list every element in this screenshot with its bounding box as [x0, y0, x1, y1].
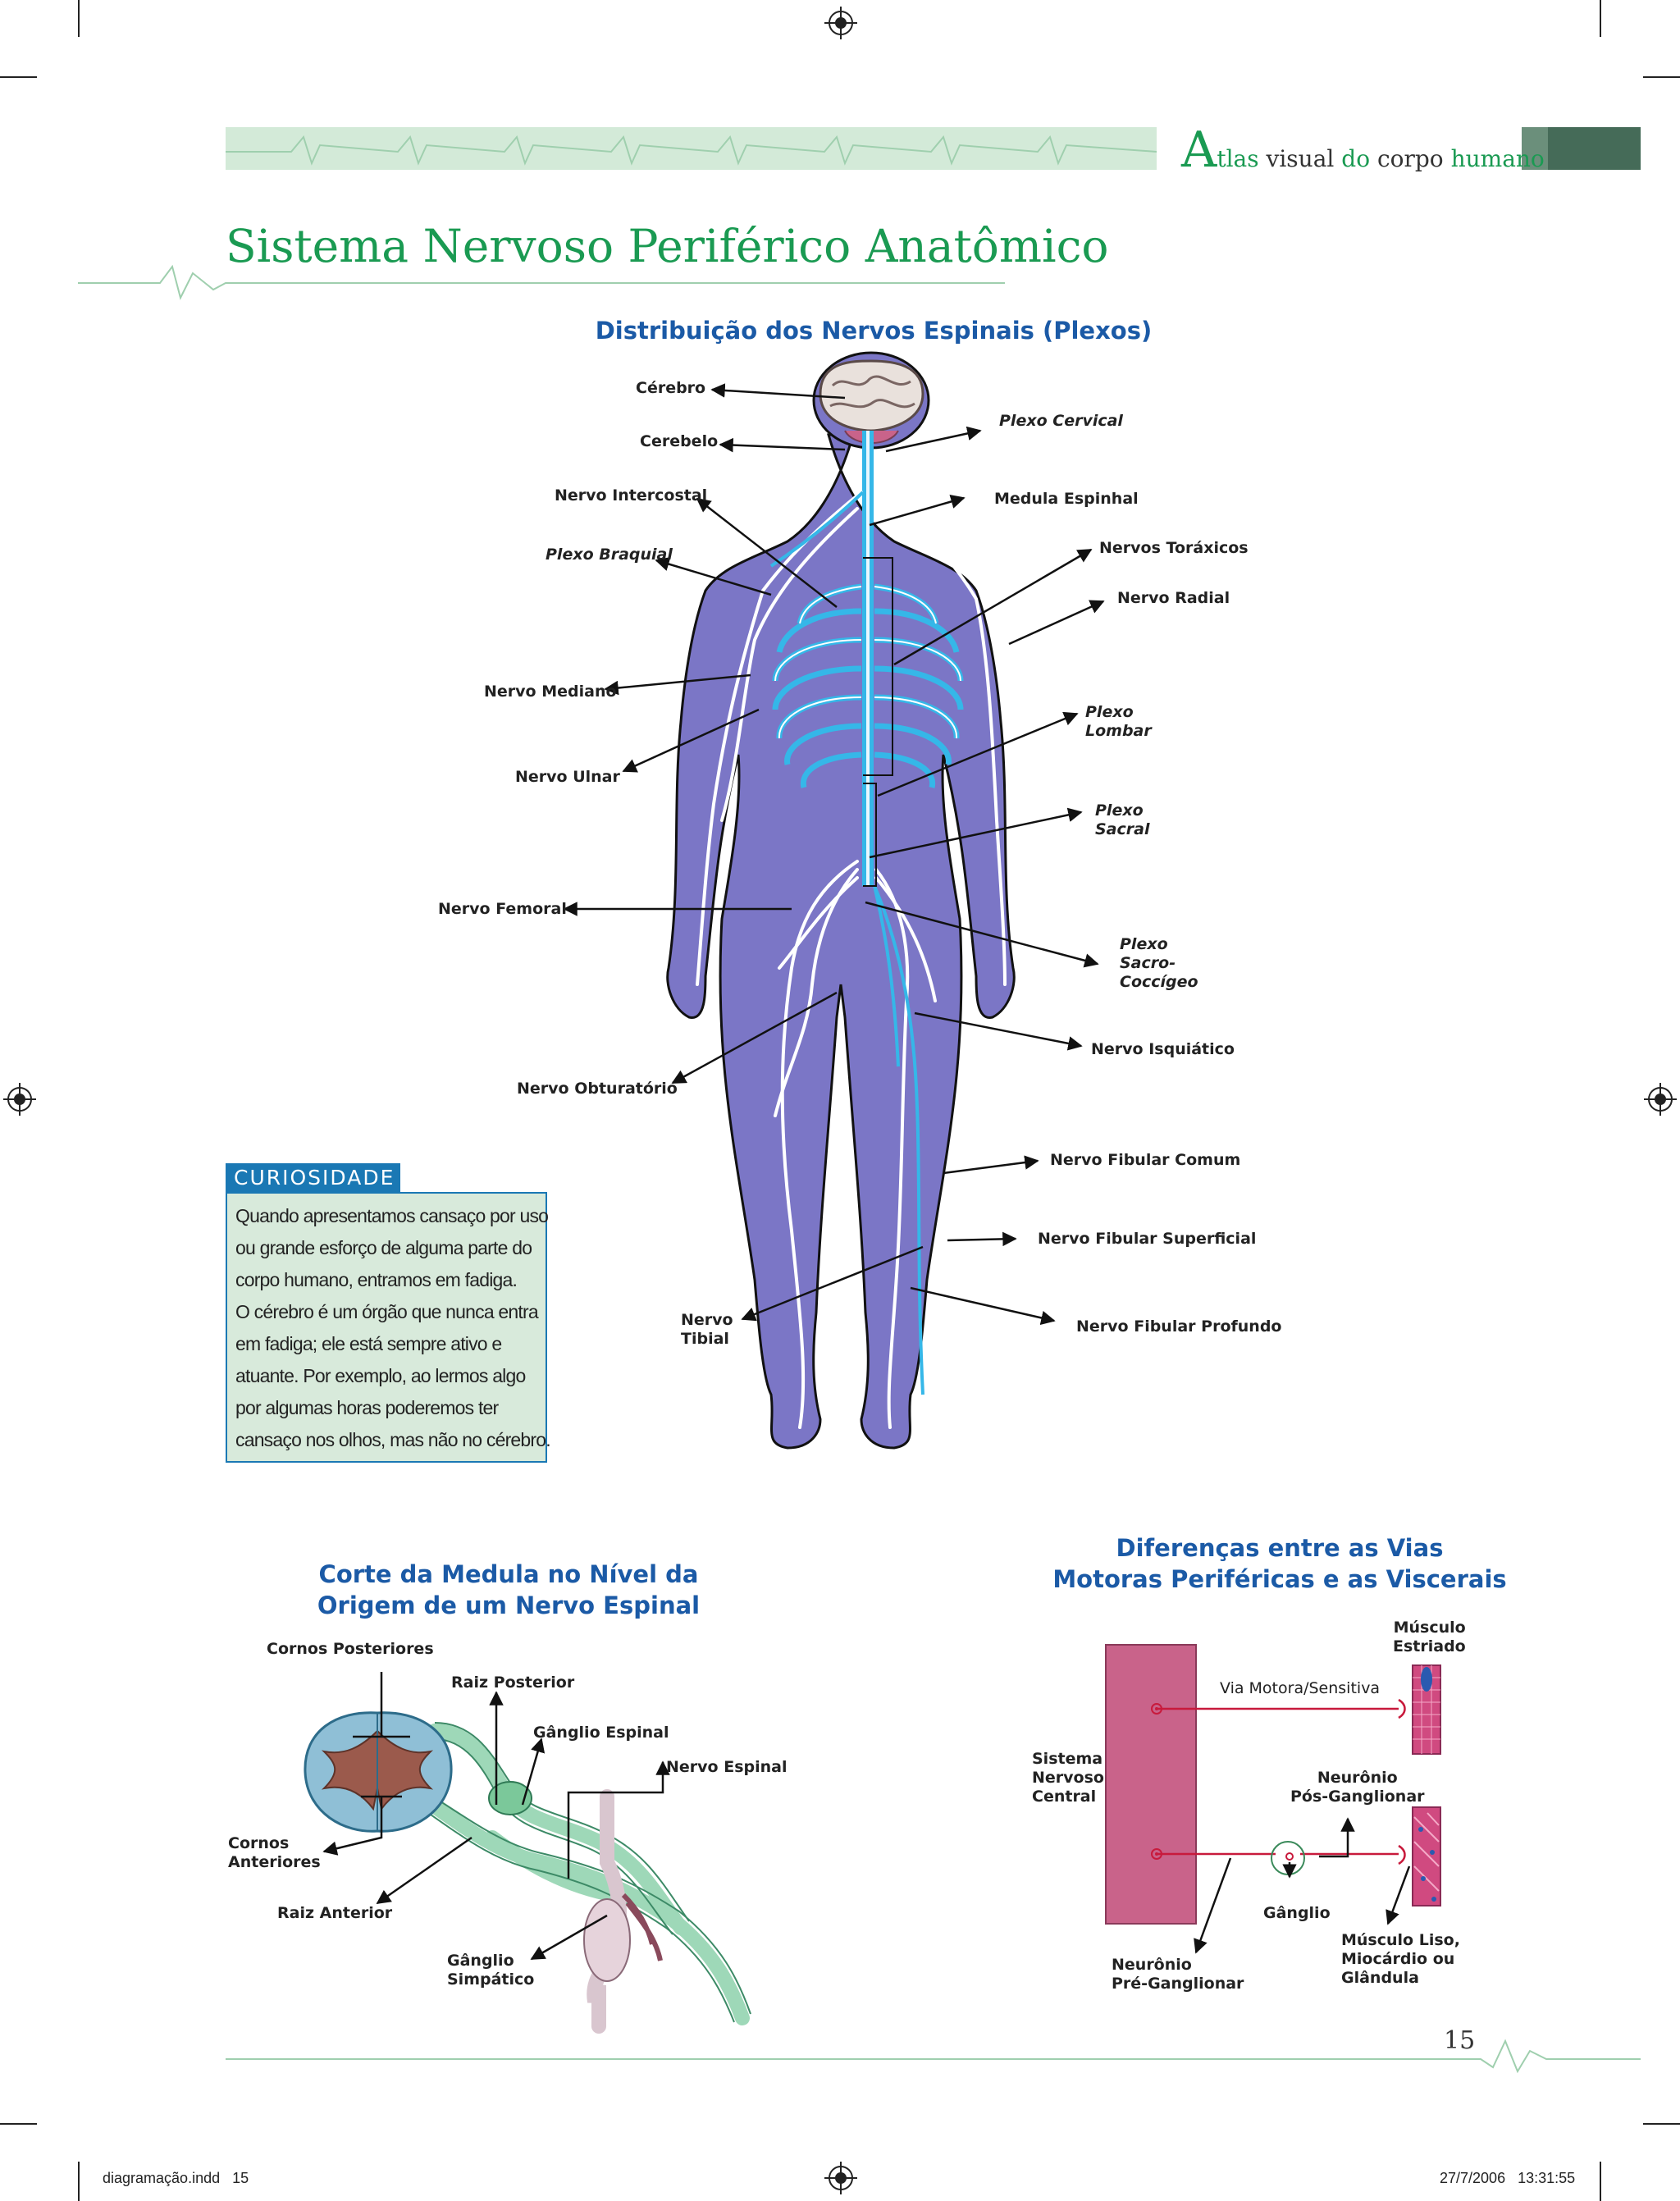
sympathetic-chain — [583, 1789, 663, 2034]
crop-mark — [0, 2123, 37, 2125]
curiosidade-line: corpo humano, entramos em fadiga. — [235, 1269, 518, 1290]
crop-mark — [78, 2162, 80, 2201]
label-cerebro: Cérebro — [636, 379, 706, 397]
footer-line — [226, 2039, 1641, 2074]
cns-block — [1105, 1644, 1197, 1925]
label-nervo-fibular-superficial: Nervo Fibular Superficial — [1038, 1230, 1257, 1248]
curiosidade-line: em fadiga; ele está sempre ativo e — [235, 1333, 502, 1354]
page-number: 15 — [1444, 2026, 1476, 2055]
human-nervous-system-figure — [563, 351, 1105, 1450]
curiosidade-line: ou grande esforço de alguma parte do — [235, 1237, 532, 1258]
label-nervo-intercostal: Nervo Intercostal — [555, 486, 708, 505]
label-snc: Sistema Nervoso Central — [1032, 1750, 1104, 1806]
spinal-ganglion — [488, 1781, 532, 1815]
medula-section-title: Corte da Medula no Nível da Origem de um… — [317, 1560, 701, 1619]
curiosidade-line: Quando apresentamos cansaço por uso — [235, 1205, 549, 1226]
curiosidade-line: cansaço nos olhos, mas não no cérebro. — [235, 1429, 551, 1450]
medula-callouts — [322, 1672, 670, 1961]
neural-pathways — [1157, 1698, 1406, 1865]
label-nervo-obturatorio: Nervo Obturatório — [517, 1080, 678, 1098]
blue-nerves — [769, 491, 924, 1395]
atlas-title: Atlas visual do corpo humano — [1181, 121, 1545, 179]
label-plexo-lombar: Plexo Lombar — [1085, 703, 1152, 740]
crop-mark — [1600, 0, 1601, 37]
label-nervo-femoral: Nervo Femoral — [438, 900, 567, 918]
label-plexo-sacro-coccigeo: Plexo Sacro- Coccígeo — [1120, 935, 1198, 991]
label-plexo-sacral: Plexo Sacral — [1095, 801, 1150, 838]
label-plexo-cervical: Plexo Cervical — [999, 412, 1123, 430]
label-musculo-estriado: Músculo Estriado — [1393, 1619, 1466, 1655]
callout-arrows — [563, 383, 1105, 1326]
spine-brackets — [863, 557, 893, 887]
label-raiz-anterior: Raiz Anterior — [277, 1904, 393, 1922]
smooth-muscle — [1412, 1806, 1441, 1906]
footer-date: 27/7/2006 13:31:55 — [1440, 2170, 1576, 2186]
label-cornos-anteriores: Cornos Anteriores — [228, 1834, 321, 1871]
registration-mark-right-icon — [1644, 1083, 1677, 1116]
footer-file: diagramação.indd 15 — [103, 2170, 249, 2186]
crop-mark — [1600, 2162, 1601, 2201]
title-underline — [78, 264, 1005, 300]
curiosidade-line: O cérebro é um órgão que nunca entra — [235, 1301, 539, 1322]
atlas-initial: A — [1181, 121, 1217, 179]
crop-mark — [1643, 2123, 1680, 2125]
label-nervo-espinal: Nervo Espinal — [666, 1758, 788, 1776]
label-nervos-toraxicos: Nervos Toráxicos — [1099, 539, 1249, 557]
label-neuronio-pos: Neurônio Pós-Ganglionar — [1290, 1769, 1425, 1806]
label-raiz-posterior: Raiz Posterior — [451, 1674, 575, 1692]
label-ganglio-simpatico: Gânglio Simpático — [447, 1952, 535, 1989]
label-nervo-fibular-profundo: Nervo Fibular Profundo — [1076, 1317, 1282, 1336]
label-ganglio: Gânglio — [1263, 1904, 1331, 1922]
cord-cross-section — [304, 1711, 453, 1833]
label-nervo-tibial: Nervo Tibial — [681, 1311, 733, 1348]
main-diagram-title: Distribuição dos Nervos Espinais (Plexos… — [595, 317, 1153, 345]
registration-mark-bottom-icon — [824, 2162, 857, 2194]
header-band — [226, 127, 1641, 170]
striated-muscle — [1412, 1664, 1441, 1755]
crop-mark — [0, 76, 37, 78]
peripheral-nerves — [696, 491, 1007, 1429]
label-nervo-fibular-comum: Nervo Fibular Comum — [1050, 1151, 1241, 1169]
ganglion-circle — [1271, 1841, 1305, 1875]
label-cerebelo: Cerebelo — [640, 432, 719, 450]
vias-callouts — [1194, 1817, 1411, 1954]
registration-mark-left-icon — [3, 1083, 36, 1116]
label-via-motora: Via Motora/Sensitiva — [1220, 1679, 1381, 1697]
label-nervo-ulnar: Nervo Ulnar — [515, 768, 620, 786]
crop-mark — [1643, 76, 1680, 78]
curiosidade-line: atuante. Por exemplo, ao lermos algo — [235, 1365, 526, 1386]
body-silhouette — [666, 433, 1016, 1450]
vias-section-title: Diferenças entre as Vias Motoras Perifér… — [1052, 1534, 1507, 1593]
page-title: Sistema Nervoso Periférico Anatômico — [226, 220, 1109, 272]
label-neuronio-pre: Neurônio Pré-Ganglionar — [1112, 1956, 1244, 1993]
curiosidade-line: por algumas horas poderemos ter — [235, 1397, 499, 1418]
label-cornos-posteriores: Cornos Posteriores — [267, 1640, 434, 1658]
label-plexo-braquial: Plexo Braquial — [546, 546, 673, 564]
label-medula-espinhal: Medula Espinhal — [994, 490, 1139, 508]
label-nervo-isquiatico: Nervo Isquiático — [1091, 1040, 1235, 1058]
label-nervo-mediano: Nervo Mediano — [484, 683, 617, 701]
head — [812, 351, 930, 450]
curiosidade-heading: CURIOSIDADE — [226, 1163, 400, 1193]
ribcage-outline — [774, 586, 961, 739]
label-ganglio-espinal: Gânglio Espinal — [533, 1724, 669, 1742]
curiosidade-box: Quando apresentamos cansaço por uso ou g… — [226, 1192, 551, 1463]
label-musculo-liso: Músculo Liso, Miocárdio ou Glândula — [1341, 1931, 1460, 1987]
crop-mark — [78, 0, 80, 37]
label-nervo-radial: Nervo Radial — [1117, 589, 1230, 607]
registration-mark-top-icon — [824, 7, 857, 39]
spinal-nerve-roots-edge — [422, 1722, 751, 2023]
